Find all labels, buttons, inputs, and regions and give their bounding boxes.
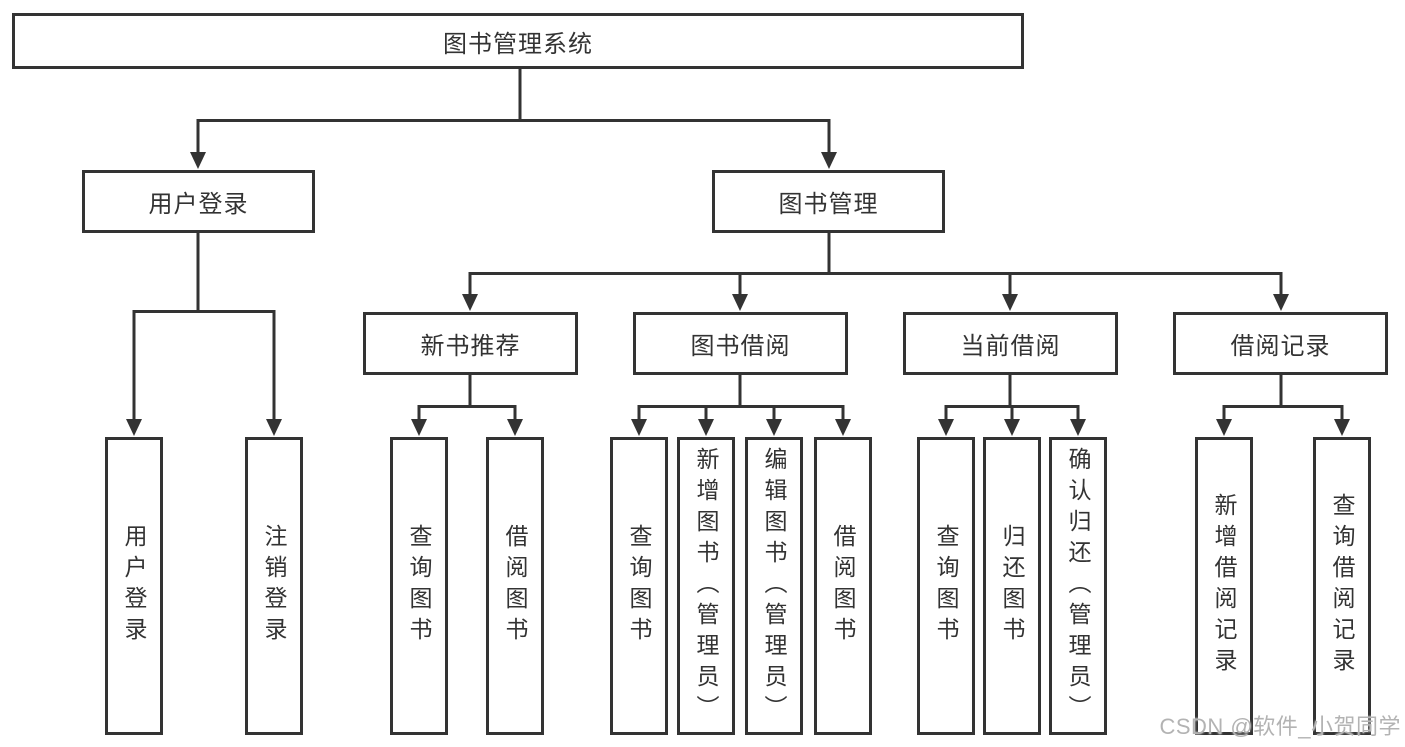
leaf-user-login: 用户登录 — [105, 437, 163, 735]
leaf-add-book-admin: 新增图书（管理员） — [677, 437, 735, 735]
leaf-query-book-recommend: 查询图书 — [390, 437, 448, 735]
leaf-query-borrow-record: 查询借阅记录 — [1313, 437, 1371, 735]
node-root-library-system: 图书管理系统 — [12, 13, 1024, 69]
leaf-add-borrow-record: 新增借阅记录 — [1195, 437, 1253, 735]
leaf-query-book-current: 查询图书 — [917, 437, 975, 735]
leaf-query-book-borrowing: 查询图书 — [610, 437, 668, 735]
leaf-borrow-book-recommend: 借阅图书 — [486, 437, 544, 735]
leaf-confirm-return-admin: 确认归还（管理员） — [1049, 437, 1107, 735]
node-new-book-recommend: 新书推荐 — [363, 312, 578, 375]
leaf-logout: 注销登录 — [245, 437, 303, 735]
leaf-return-book: 归还图书 — [983, 437, 1041, 735]
node-book-borrowing: 图书借阅 — [633, 312, 848, 375]
node-current-borrowing: 当前借阅 — [903, 312, 1118, 375]
node-borrowing-records: 借阅记录 — [1173, 312, 1388, 375]
leaf-borrow-book: 借阅图书 — [814, 437, 872, 735]
node-user-login: 用户登录 — [82, 170, 315, 233]
leaf-edit-book-admin: 编辑图书（管理员） — [745, 437, 803, 735]
csdn-watermark: CSDN @软件_小贺同学 — [1159, 714, 1401, 739]
node-book-management: 图书管理 — [712, 170, 945, 233]
